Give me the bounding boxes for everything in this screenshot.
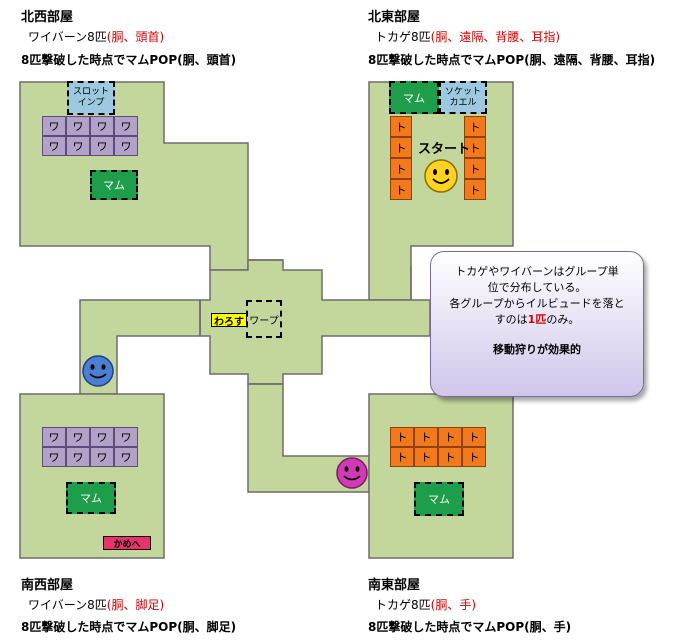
sw-drops-open: (	[106, 598, 112, 612]
kame-exit-marker: かめへ	[103, 536, 151, 550]
nw-room-mobs: ワイバーン8匹(胴、頭首)	[28, 28, 164, 45]
lizard-cell: ト	[414, 447, 438, 467]
sw-mam-spawn: マム	[66, 482, 116, 514]
sw-room-floor	[19, 393, 165, 559]
nw-drops: 胴、頭首	[111, 30, 160, 44]
start-face-icon	[424, 159, 458, 193]
callout-line2: 位で分布している。	[487, 281, 587, 294]
se-mob: トカゲ8匹	[375, 598, 431, 612]
sw-room-note: 8匹撃破した時点でマムPOP(胴、脚足)	[21, 620, 237, 634]
ne-room-title: 北東部屋	[368, 10, 421, 25]
callout-line4-em: 1匹	[527, 313, 547, 326]
lizard-cell: ト	[438, 447, 462, 467]
lizard-cell: ト	[390, 447, 414, 467]
se-mam-spawn: マム	[414, 482, 464, 516]
info-callout: トカゲやワイバーンはグループ単 位で分布している。 各グループからイルビュードを…	[430, 251, 644, 397]
nw-room-note: 8匹撃破した時点でマムPOP(胴、頭首)	[21, 53, 237, 67]
nw-mob: ワイバーン8匹	[28, 30, 107, 44]
lizard-cell: ト	[462, 427, 486, 447]
slot-imp-spawn: スロット インプ	[67, 81, 115, 115]
wyvern-cell: ワ	[66, 427, 90, 447]
ne-room-note: 8匹撃破した時点でマムPOP(胴、遠隔、背腰、耳指)	[368, 53, 656, 67]
lizard-cell: ト	[464, 137, 486, 158]
ne-drops-close: )	[555, 30, 561, 44]
ne-room-mobs: トカゲ8匹(胴、遠隔、背腰、耳指)	[375, 28, 560, 45]
lizard-cell: ト	[464, 158, 486, 179]
lizard-cell: ト	[462, 447, 486, 467]
se-room-title: 南東部屋	[368, 578, 421, 593]
nw-drops-open: (	[106, 30, 112, 44]
wyvern-cell: ワ	[114, 116, 138, 136]
wyvern-cell: ワ	[42, 136, 66, 156]
wyvern-cell: ワ	[114, 136, 138, 156]
lizard-cell: ト	[390, 158, 412, 179]
start-label: スタート	[418, 142, 471, 157]
se-drops-close: )	[471, 598, 477, 612]
warp-point: ワープ	[246, 300, 282, 338]
wyvern-cell: ワ	[90, 427, 114, 447]
socket-frog-line2: カエル	[449, 97, 477, 108]
ne-mob: トカゲ8匹	[375, 30, 431, 44]
ne-mam-spawn: マム	[389, 81, 439, 114]
wyvern-cell: ワ	[42, 447, 66, 467]
slot-imp-line2: インプ	[77, 98, 105, 108]
wyvern-cell: ワ	[66, 447, 90, 467]
pink-face-icon	[336, 457, 368, 489]
sw-room-mobs: ワイバーン8匹(胴、脚足)	[28, 596, 164, 613]
lizard-cell: ト	[390, 179, 412, 200]
sw-drops: 胴、脚足	[111, 598, 160, 612]
se-room-floor	[368, 393, 514, 559]
lizard-cell: ト	[390, 137, 412, 158]
se-room-mobs: トカゲ8匹(胴、手)	[375, 596, 476, 613]
wyvern-cell: ワ	[114, 427, 138, 447]
lizard-cell: ト	[390, 427, 414, 447]
sw-mob: ワイバーン8匹	[28, 598, 107, 612]
wyvern-cell: ワ	[42, 116, 66, 136]
lizard-cell: ト	[414, 427, 438, 447]
nw-mam-spawn: マム	[90, 170, 138, 200]
callout-line1: トカゲやワイバーンはグループ単	[455, 265, 619, 278]
lizard-cell: ト	[464, 179, 486, 200]
wyvern-cell: ワ	[90, 136, 114, 156]
callout-line4-post: のみ。	[546, 313, 580, 326]
socket-frog-spawn: ソケット カエル	[439, 81, 487, 114]
wyvern-cell: ワ	[42, 427, 66, 447]
socket-frog-line1: ソケット	[444, 86, 481, 97]
sw-room-title: 南西部屋	[21, 578, 74, 593]
slot-imp-line1: スロット	[72, 87, 109, 97]
ne-drops: 胴、遠隔、背腰、耳指	[435, 30, 556, 44]
wyvern-cell: ワ	[90, 447, 114, 467]
wyvern-cell: ワ	[114, 447, 138, 467]
warose-marker: わろす	[211, 313, 247, 328]
se-drops: 胴、手	[435, 598, 472, 612]
lizard-cell: ト	[464, 116, 486, 137]
wyvern-cell: ワ	[66, 136, 90, 156]
callout-line4: すのは1匹のみ。	[439, 312, 635, 328]
callout-conclusion: 移動狩りが効果的	[493, 343, 581, 356]
se-drops-open: (	[430, 598, 436, 612]
se-room-note: 8匹撃破した時点でマムPOP(胴、手)	[368, 620, 572, 634]
wyvern-cell: ワ	[66, 116, 90, 136]
blue-face-icon	[82, 355, 114, 387]
center-hub-floor	[199, 259, 431, 385]
ne-drops-open: (	[430, 30, 436, 44]
wyvern-cell: ワ	[90, 116, 114, 136]
nw-drops-close: )	[159, 30, 165, 44]
nw-room-title: 北西部屋	[21, 10, 74, 25]
callout-line4-pre: すのは	[494, 313, 528, 326]
lizard-cell: ト	[390, 116, 412, 137]
lizard-cell: ト	[438, 427, 462, 447]
sw-drops-close: )	[159, 598, 165, 612]
callout-line3: 各グループからイルビュードを落と	[449, 297, 625, 310]
